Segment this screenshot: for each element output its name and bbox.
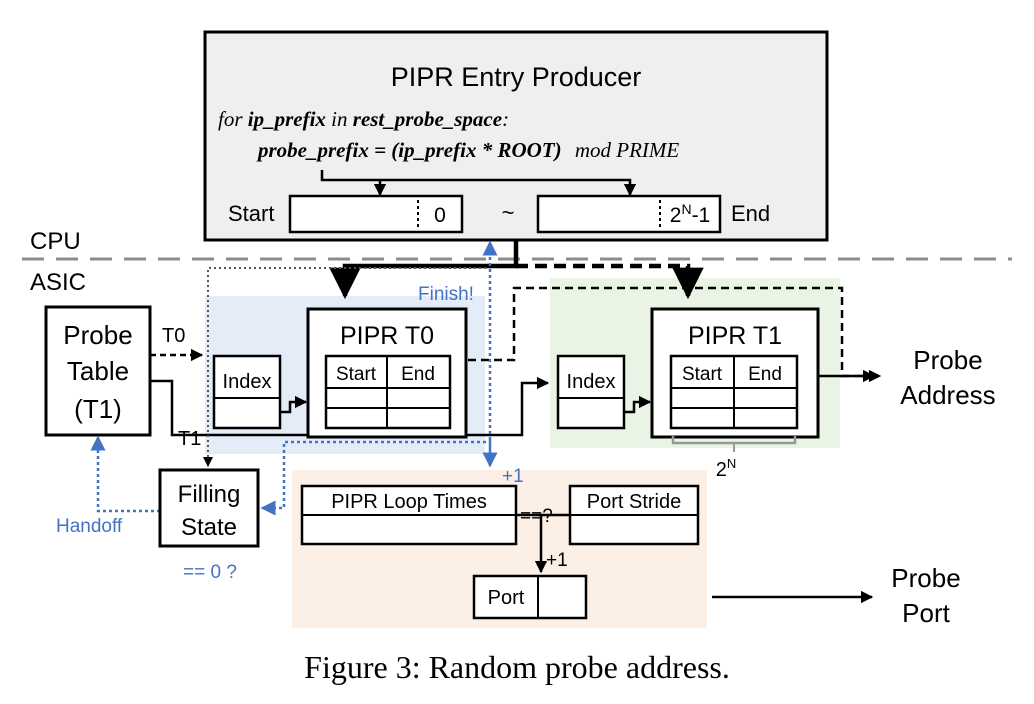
end-value: 2N-1 [670, 201, 711, 227]
probe-address-line2: Address [900, 380, 995, 410]
plus-one-port: +1 [546, 550, 568, 571]
filling-state-box [158, 468, 260, 548]
loop-times-label: PIPR Loop Times [331, 491, 487, 513]
filling-state-line2: State [181, 514, 237, 541]
cpu-label: CPU [30, 228, 81, 255]
pipr-t0-title: PIPR T0 [340, 322, 434, 350]
start-value: 0 [434, 204, 446, 227]
start-field [288, 194, 464, 234]
producer-code-line1: for ip_prefix in rest_probe_space: [218, 107, 509, 131]
figure-caption: Figure 3: Random probe address. [304, 649, 730, 685]
pipr-t1-col-end: End [748, 364, 782, 385]
probe-table-box [44, 305, 152, 437]
pipr-t1-col-start: Start [682, 364, 723, 385]
t0-index-box [212, 354, 282, 430]
finish-to-filling-dotted [260, 440, 486, 516]
probe-table-line1: Probe [63, 320, 132, 350]
producer-to-t0-arrow [329, 240, 519, 300]
filling-state-line1: Filling [178, 481, 241, 508]
pipr-t0-col-start: Start [336, 364, 377, 385]
filling-state-check: == 0 ? [183, 562, 237, 583]
end-label: End [731, 201, 770, 226]
compare-label: ==? [520, 506, 553, 527]
probe-table-line2: Table [67, 356, 129, 386]
t1-index-box [556, 354, 626, 430]
probe-port-line1: Probe [891, 563, 960, 593]
producer-fork-line [320, 170, 637, 197]
port-stride-label: Port Stride [587, 491, 681, 513]
producer-to-t1-arrow [516, 263, 704, 300]
t1-index-label: Index [567, 371, 616, 393]
filling-state-dotted-feed [203, 267, 486, 467]
probe-table-line3: (T1) [74, 394, 122, 424]
producer-title: PIPR Entry Producer [391, 62, 642, 92]
start-label: Start [228, 201, 274, 226]
t0-index-label: Index [223, 371, 272, 393]
handoff-label: Handoff [56, 516, 123, 537]
plus-one-top: +1 [502, 466, 524, 487]
t0-index-to-table [280, 395, 308, 414]
t0-label: T0 [162, 325, 185, 347]
end-field [536, 194, 722, 234]
probe-port-line2: Port [902, 598, 950, 628]
pipr-t1-title: PIPR T1 [688, 322, 782, 350]
pipr-t0-col-end: End [401, 364, 435, 385]
handoff-dotted-line [90, 435, 160, 513]
probe-address-line1: Probe [913, 345, 982, 375]
t1-index-to-table [624, 395, 652, 414]
port-box [472, 574, 588, 620]
t1-size-label: 2N [716, 456, 737, 481]
producer-code-line2: probe_prefix = (ip_prefix * ROOT) mod PR… [256, 138, 679, 162]
tilde: ~ [502, 200, 515, 225]
port-label: Port [488, 587, 525, 609]
t1-label: T1 [178, 428, 201, 450]
asic-label: ASIC [30, 269, 86, 296]
finish-label: Finish! [418, 284, 474, 305]
